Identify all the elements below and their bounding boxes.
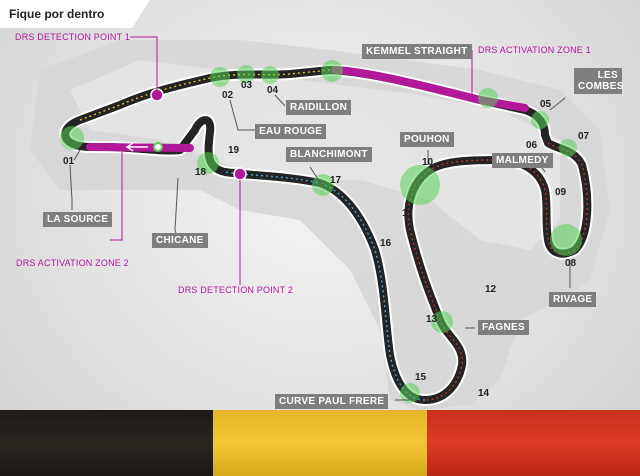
turn-number-05: 05 bbox=[540, 99, 552, 110]
corner-label-raidillon: RAIDILLON bbox=[286, 100, 352, 115]
turn-number-10: 10 bbox=[422, 157, 434, 168]
corner-label-paul-frere: CURVE PAUL FRERE bbox=[275, 394, 389, 409]
corner-label-la-source: LA SOURCE bbox=[43, 212, 113, 227]
turn-glow-07 bbox=[559, 139, 577, 157]
drs-detection-1-marker bbox=[150, 88, 164, 102]
turn-number-06: 06 bbox=[526, 140, 538, 151]
corner-label-rivage: RIVAGE bbox=[549, 292, 597, 307]
start-line-marker bbox=[153, 142, 163, 152]
turn-number-15: 15 bbox=[415, 372, 427, 383]
turn-glow-08 bbox=[550, 224, 582, 256]
leader-lines bbox=[69, 94, 571, 401]
drs-activation-2-label: DRS ACTIVATION ZONE 2 bbox=[16, 258, 129, 268]
turn-glow-03 bbox=[237, 65, 255, 83]
turn-glow-10 bbox=[400, 165, 440, 205]
belgian-flag-strip bbox=[0, 410, 640, 476]
turn-number-09: 09 bbox=[555, 187, 567, 198]
header-title: Fique por dentro bbox=[9, 7, 105, 21]
corner-label-malmedy: MALMEDY bbox=[492, 153, 553, 168]
header-banner bbox=[0, 0, 150, 28]
corner-label-fagnes: FAGNES bbox=[478, 320, 529, 335]
turn-glows bbox=[60, 60, 582, 403]
corner-label-chicane: CHICANE bbox=[152, 233, 208, 248]
turn-glow-05 bbox=[478, 88, 498, 108]
turn-number-14: 14 bbox=[478, 388, 490, 399]
drs-detection-2-label: DRS DETECTION POINT 2 bbox=[178, 285, 294, 295]
turn-number-17: 17 bbox=[330, 175, 342, 186]
corner-label-les-combes: LES COMBES bbox=[574, 68, 623, 94]
drs-leader-lines bbox=[110, 36, 473, 285]
turn-glow-04 bbox=[261, 66, 279, 84]
sector-3-line bbox=[224, 171, 426, 401]
corner-label-kemmel: KEMMEL STRAIGHT bbox=[362, 44, 472, 59]
flag-black-band bbox=[0, 410, 214, 476]
turn-glow-18 bbox=[197, 152, 219, 174]
sector-1-line bbox=[79, 69, 526, 121]
turn-glow-01 bbox=[60, 126, 84, 150]
drs-detection-1-label: DRS DETECTION POINT 1 bbox=[15, 32, 131, 42]
turn-number-16: 16 bbox=[380, 238, 392, 249]
turn-number-07: 07 bbox=[578, 131, 590, 142]
corner-label-pouhon: POUHON bbox=[400, 132, 454, 147]
turn-glow-06 bbox=[531, 111, 549, 129]
turn-glow-kemmel bbox=[321, 60, 343, 82]
turn-number-03: 03 bbox=[241, 80, 253, 91]
turn-number-11: 11 bbox=[402, 208, 413, 219]
flag-yellow-band bbox=[213, 410, 427, 476]
turn-glow-17 bbox=[312, 174, 334, 196]
turn-number-13: 13 bbox=[426, 314, 438, 325]
turn-number-02: 02 bbox=[222, 90, 234, 101]
turn-number-01: 01 bbox=[63, 156, 75, 167]
turn-glow-13 bbox=[431, 311, 453, 333]
turn-glow-02 bbox=[210, 67, 230, 87]
corner-label-blanchimont: BLANCHIMONT bbox=[286, 147, 372, 162]
flag-red-band bbox=[426, 410, 640, 476]
corner-label-eau-rouge: EAU ROUGE bbox=[255, 124, 327, 139]
turn-number-04: 04 bbox=[267, 85, 279, 96]
turn-glow-15 bbox=[400, 383, 420, 403]
drs-detection-2-marker bbox=[233, 167, 247, 181]
drs-zone-1 bbox=[331, 66, 529, 112]
turn-number-18: 18 bbox=[195, 167, 207, 178]
turn-number-08: 08 bbox=[565, 258, 577, 269]
turn-number-12: 12 bbox=[485, 284, 497, 295]
direction-arrow bbox=[125, 142, 148, 152]
drs-activation-1-label: DRS ACTIVATION ZONE 1 bbox=[478, 45, 591, 55]
turn-number-19: 19 bbox=[228, 145, 240, 156]
